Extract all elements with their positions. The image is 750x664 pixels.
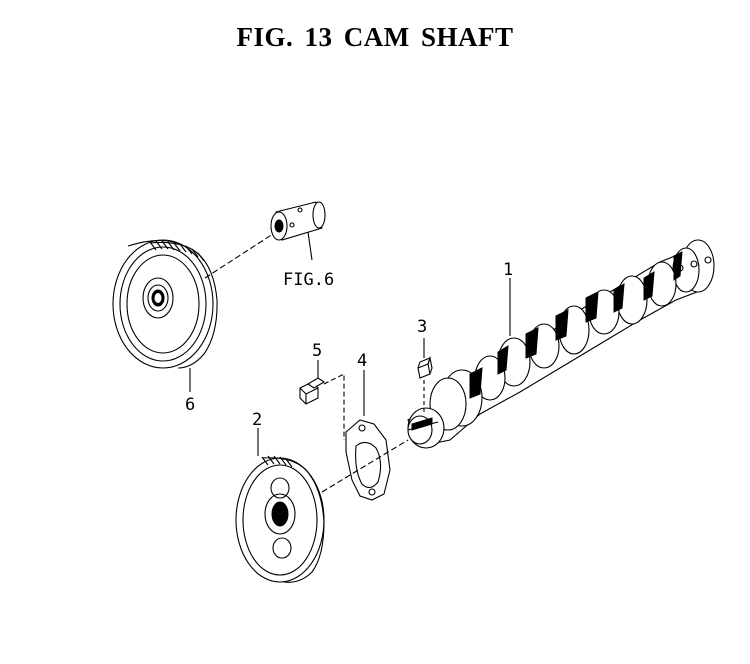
- key-part-3: [417, 338, 433, 412]
- callout-2: 2: [252, 410, 262, 430]
- camshaft-part-1: [407, 239, 715, 449]
- callout-1: 1: [503, 260, 513, 280]
- bolt-part-5: [299, 360, 345, 440]
- callout-4: 4: [357, 351, 367, 371]
- gear-part-2: [235, 428, 409, 583]
- sleeve-fig6-reference: FIG.6: [270, 201, 334, 290]
- callout-6: 6: [185, 395, 195, 415]
- callout-3: 3: [417, 317, 427, 337]
- callout-5: 5: [312, 341, 322, 361]
- fig6-reference-label: FIG.6: [283, 270, 334, 290]
- large-gear-part-6: [112, 231, 277, 392]
- figure-title: FIG. 13 CAM SHAFT: [236, 22, 514, 52]
- gasket-plate-part-4: [345, 370, 391, 501]
